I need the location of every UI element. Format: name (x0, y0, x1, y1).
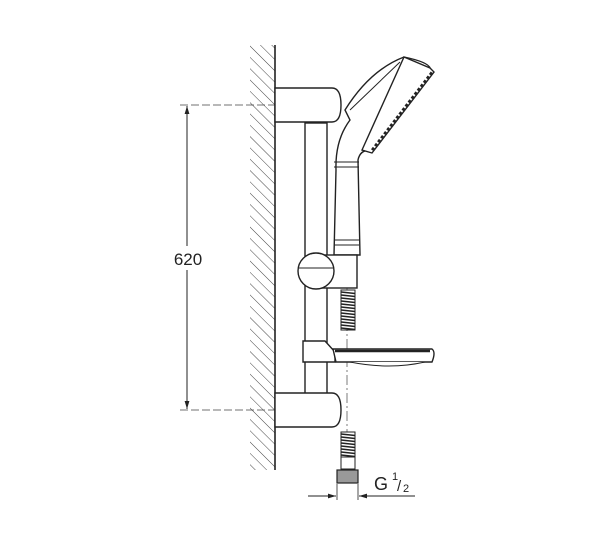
thread-label-numerator: 1 (392, 471, 398, 483)
hose-coil (340, 433, 356, 437)
hose-coil (340, 442, 356, 446)
height-dimension: 620 (166, 104, 275, 411)
thread-label-prefix: G (374, 474, 388, 494)
bottom-wall-bracket (274, 392, 342, 428)
hose-coil (340, 321, 356, 325)
soap-dish (302, 340, 435, 367)
wall (250, 45, 276, 470)
hose-coil (340, 439, 356, 443)
hose-coils (340, 433, 356, 458)
fraction-slash: / (397, 478, 402, 495)
hose-coil (340, 454, 356, 458)
dimension-label: 620 (174, 250, 202, 269)
hose-coil (340, 448, 356, 452)
hose-coil (340, 294, 356, 298)
hose-coil (340, 306, 356, 310)
thread-dimension: G 1 / 2 (308, 471, 415, 500)
hose-coil (340, 451, 356, 455)
slider-holder (297, 252, 358, 290)
thread-label-denominator: 2 (403, 483, 409, 495)
hose-coil (340, 297, 356, 301)
hose-coil (340, 303, 356, 307)
connector-nut (336, 469, 359, 484)
hose-coil (340, 327, 356, 331)
hose-coil (340, 315, 356, 319)
hose-coil (340, 312, 356, 316)
hose-coil (340, 291, 356, 295)
top-wall-bracket (274, 87, 342, 123)
hose-coil (340, 436, 356, 440)
hose-coil (340, 300, 356, 304)
hose-coils (340, 291, 356, 331)
hose-coil (340, 309, 356, 313)
hose-coil (340, 445, 356, 449)
hand-shower (333, 56, 435, 256)
hose-coil (340, 318, 356, 322)
hose-coil (340, 324, 356, 328)
